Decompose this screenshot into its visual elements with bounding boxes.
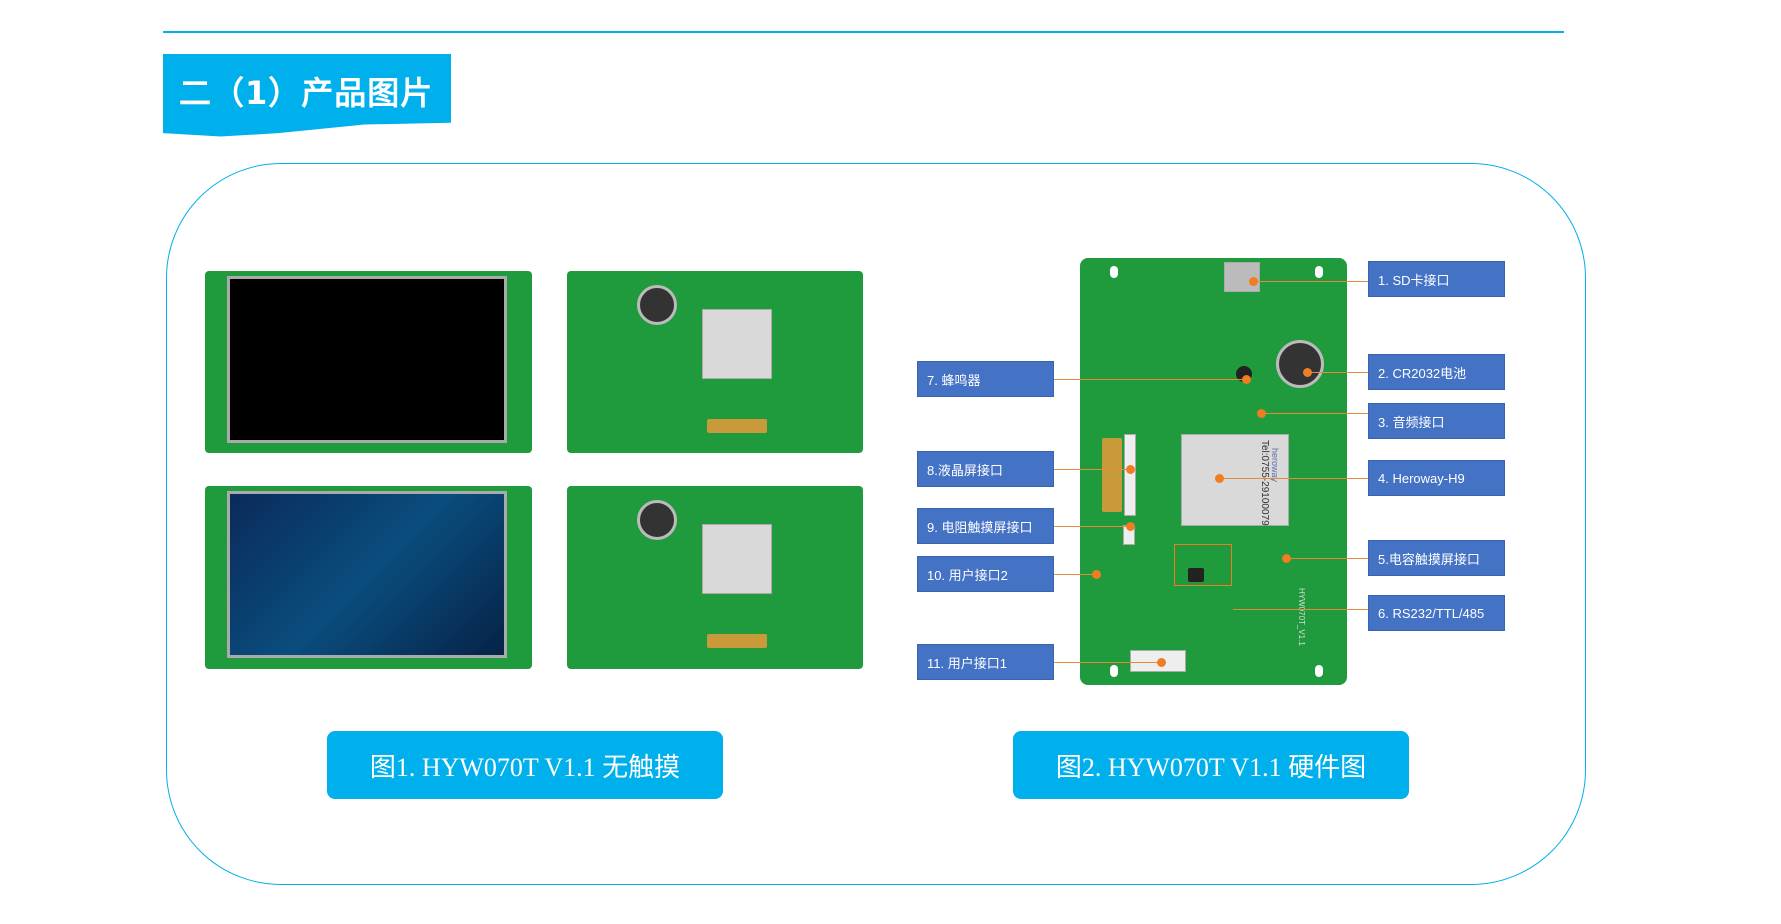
label-user-port1: 11. 用户接口1 <box>917 644 1054 680</box>
module-tel: Tel:0755-29100079 <box>1259 440 1270 526</box>
label-module: 4. Heroway-H9 <box>1368 460 1505 496</box>
section-header: 二（1）产品图片 <box>163 54 451 137</box>
product-front-ui-image <box>205 486 532 669</box>
label-cap-touch: 5.电容触摸屏接口 <box>1368 540 1505 576</box>
product-back-image-2 <box>567 486 863 669</box>
label-buzzer: 7. 蜂鸣器 <box>917 361 1054 397</box>
board-name: HYW070T_V1.1 <box>1297 588 1306 646</box>
section-title: 二（1）产品图片 <box>179 74 434 112</box>
hardware-board-image: Tel:0755-29100079 heroway HYW070T_V1.1 <box>1080 258 1347 685</box>
figure1-caption: 图1. HYW070T V1.1 无触摸 <box>327 731 723 799</box>
product-back-image-1 <box>567 271 863 453</box>
figure2-caption: 图2. HYW070T V1.1 硬件图 <box>1013 731 1409 799</box>
label-user-port2: 10. 用户接口2 <box>917 556 1054 592</box>
label-battery: 2. CR2032电池 <box>1368 354 1505 390</box>
label-res-touch: 9. 电阻触摸屏接口 <box>917 508 1054 544</box>
content-panel <box>166 163 1586 885</box>
label-audio: 3. 音频接口 <box>1368 403 1505 439</box>
label-lcd: 8.液晶屏接口 <box>917 451 1054 487</box>
top-divider <box>163 31 1564 33</box>
label-serial: 6. RS232/TTL/485 <box>1368 595 1505 631</box>
label-sd-card: 1. SD卡接口 <box>1368 261 1505 297</box>
module-brand: heroway <box>1270 448 1280 483</box>
product-front-blank-image <box>205 271 532 453</box>
